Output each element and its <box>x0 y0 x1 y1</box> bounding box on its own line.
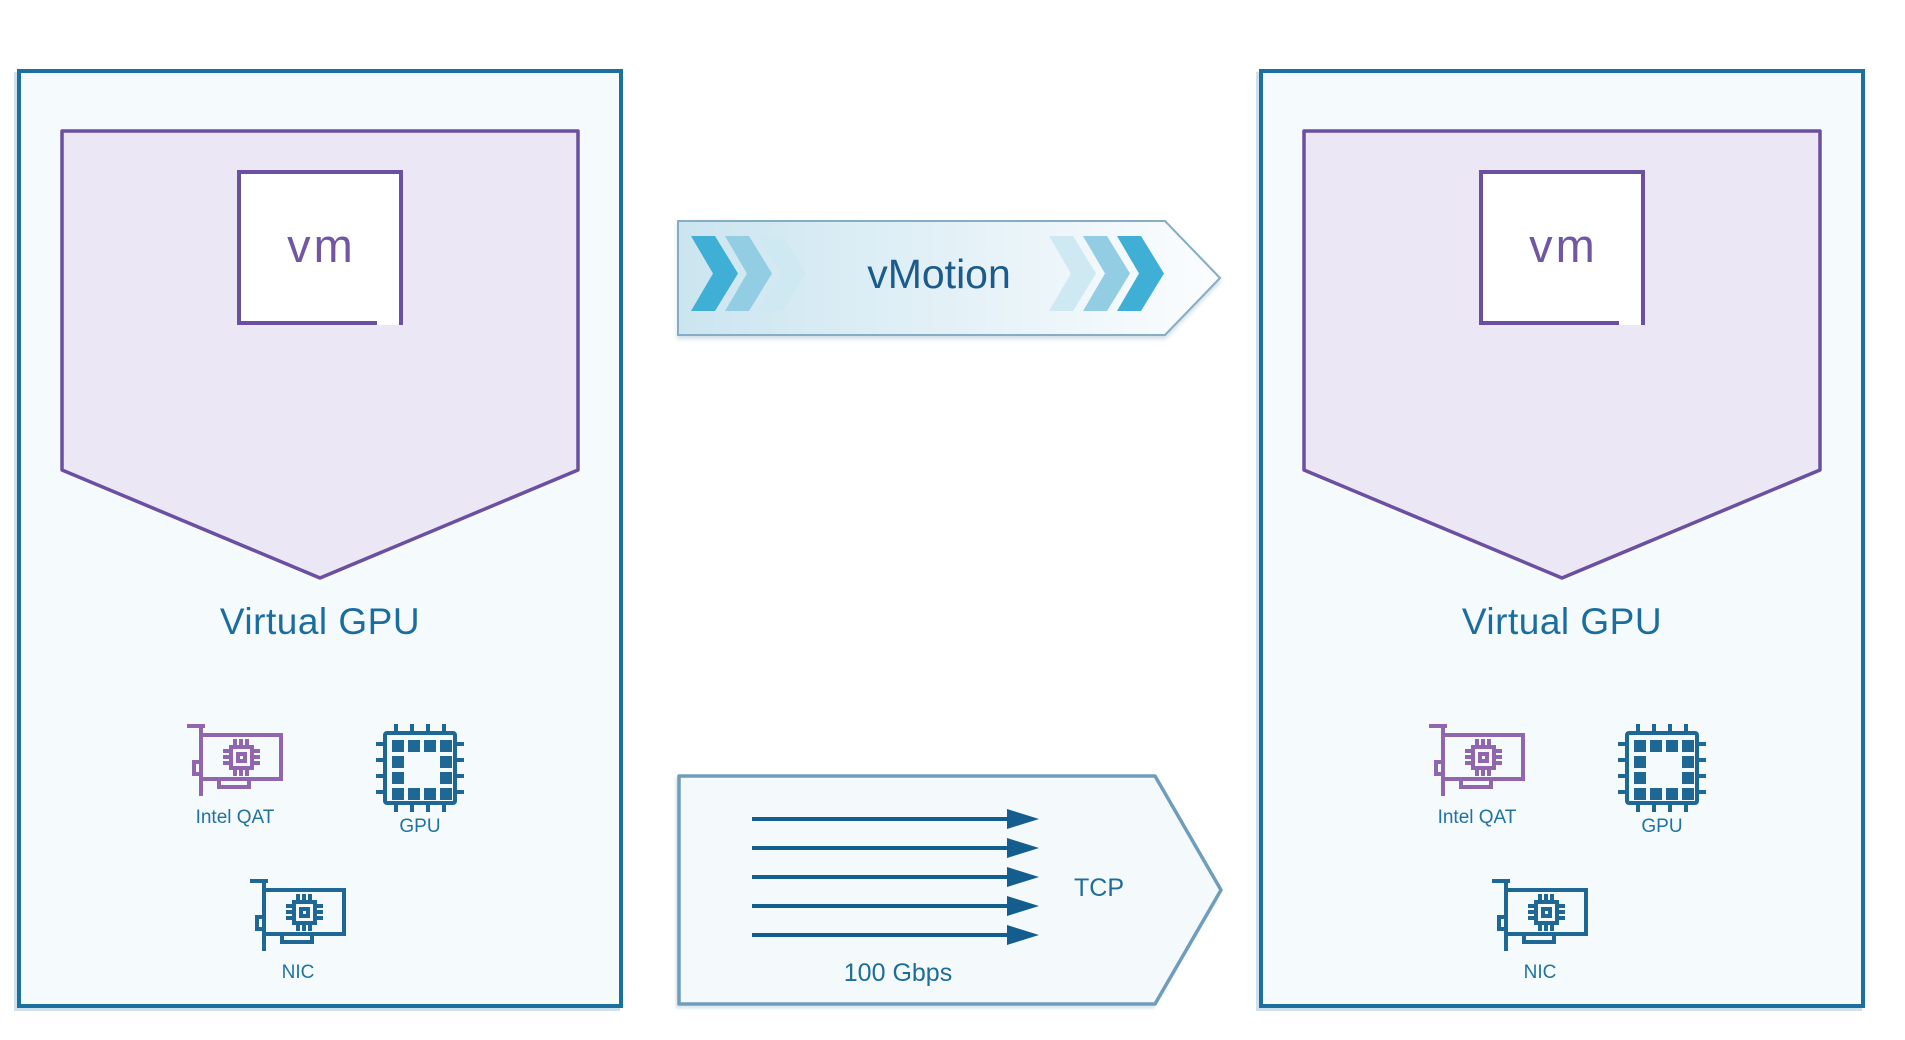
vm-shield-icon <box>1302 129 1822 580</box>
intel-qat-card-icon <box>187 724 283 796</box>
bandwidth-label: 100 Gbps <box>844 959 952 987</box>
device-intel-qat: Intel QAT <box>1407 722 1547 829</box>
vm-logo-label: vm <box>1529 219 1598 272</box>
device-gpu: GPU <box>1592 722 1732 838</box>
chevron-right-icons-left-group <box>691 236 806 311</box>
gpu-chip-icon <box>1618 724 1706 812</box>
device-gpu: GPU <box>350 722 490 838</box>
banner-shape <box>677 220 1222 336</box>
chevron-right-icons-right-group <box>1049 236 1164 311</box>
vmotion-label: vMotion <box>867 251 1011 297</box>
tcp-flow-arrow: TCP 100 Gbps <box>677 774 1223 1011</box>
nic-card-icon <box>1492 879 1588 951</box>
stream-arrows-icon <box>752 809 1039 945</box>
nic-label: NIC <box>1523 962 1557 983</box>
vm-logo-label: vm <box>287 219 356 272</box>
tcp-protocol-label: TCP <box>1074 874 1124 902</box>
gpu-label: GPU <box>399 816 441 837</box>
intel-qat-label: Intel QAT <box>1437 807 1517 828</box>
host-box-destination: vm Virtual GPU Intel QAT <box>1259 69 1865 1008</box>
vm-logo: vm <box>237 170 403 325</box>
tcp-shape <box>677 774 1223 1006</box>
vmotion-arrow-banner: vMotion <box>677 220 1223 341</box>
device-nic: NIC <box>228 877 368 984</box>
nic-label: NIC <box>281 962 315 983</box>
virtual-gpu-title: Virtual GPU <box>219 601 421 642</box>
vm-shield-icon <box>60 129 580 580</box>
host-box-source: vm Virtual GPU Intel QAT <box>17 69 623 1008</box>
virtual-gpu-title: Virtual GPU <box>1461 601 1663 642</box>
intel-qat-label: Intel QAT <box>195 807 275 828</box>
vm-logo: vm <box>1479 170 1645 325</box>
gpu-chip-icon <box>376 724 464 812</box>
gpu-label: GPU <box>1641 816 1683 837</box>
intel-qat-card-icon <box>1429 724 1525 796</box>
device-nic: NIC <box>1470 877 1610 984</box>
device-intel-qat: Intel QAT <box>165 722 305 829</box>
nic-card-icon <box>250 879 346 951</box>
